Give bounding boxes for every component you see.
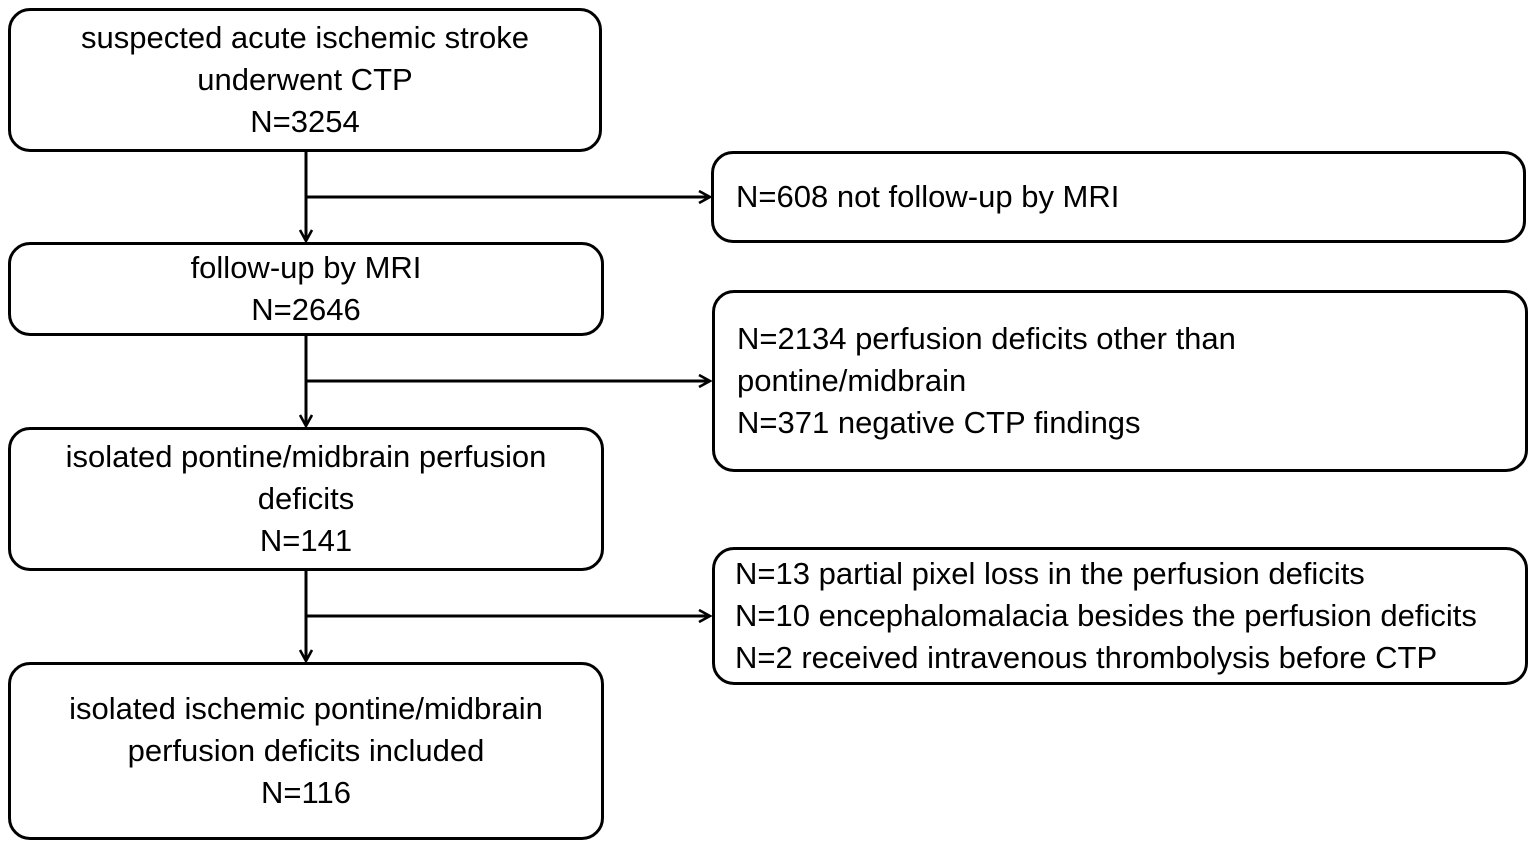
exclusion-box-2-line-1: N=2134 perfusion deficits other than xyxy=(737,321,1236,356)
exclusion-box-3-line-3: N=2 received intravenous thrombolysis be… xyxy=(735,640,1438,675)
exclusion-box-1: N=608 not follow-up by MRI xyxy=(711,151,1526,243)
exclusion-box-1-line-1: N=608 not follow-up by MRI xyxy=(736,179,1120,214)
box-mri-followup: follow-up by MRI N=2646 xyxy=(8,242,604,336)
box-screened: suspected acute ischemic stroke underwen… xyxy=(8,8,602,152)
box-isolated-deficits-line-2: deficits xyxy=(257,481,355,516)
exclusion-box-2-line-2: pontine/midbrain xyxy=(737,363,967,398)
box-mri-followup-count: N=2646 xyxy=(251,292,361,327)
box-mri-followup-line-1: follow-up by MRI xyxy=(190,250,422,285)
box-included-line-1: isolated ischemic pontine/midbrain xyxy=(69,691,543,726)
exclusion-box-2-line-3: N=371 negative CTP findings xyxy=(737,405,1141,440)
box-isolated-deficits-count: N=141 xyxy=(259,523,353,558)
exclusion-box-3-line-1: N=13 partial pixel loss in the perfusion… xyxy=(735,556,1365,591)
exclusion-box-3-line-2: N=10 encephalomalacia besides the perfus… xyxy=(735,598,1477,633)
exclusion-box-3: N=13 partial pixel loss in the perfusion… xyxy=(712,547,1528,685)
box-included-count: N=116 xyxy=(261,775,351,810)
box-isolated-deficits: isolated pontine/midbrain perfusion defi… xyxy=(8,427,604,571)
exclusion-box-2: N=2134 perfusion deficits other than pon… xyxy=(712,290,1528,472)
box-isolated-deficits-line-1: isolated pontine/midbrain perfusion xyxy=(65,439,547,474)
box-screened-line-2: underwent CTP xyxy=(197,62,413,97)
box-screened-line-1: suspected acute ischemic stroke xyxy=(81,20,529,55)
box-included-line-2: perfusion deficits included xyxy=(127,733,485,768)
box-included: isolated ischemic pontine/midbrain perfu… xyxy=(8,662,604,840)
box-screened-count: N=3254 xyxy=(250,104,360,139)
